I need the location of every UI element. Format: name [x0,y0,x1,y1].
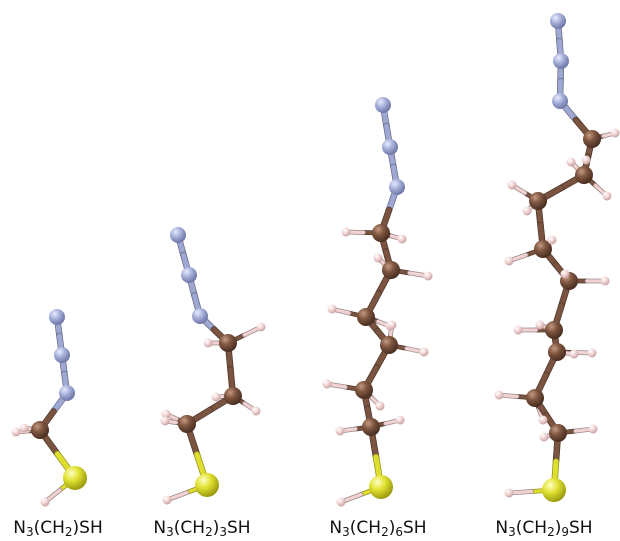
carbon-atom [380,336,398,354]
hydrogen-atom [375,401,385,411]
nitrogen-atom [550,13,566,29]
molecule-label-4: N3(CH2)9SH [495,518,593,539]
nitrogen-atom [553,53,569,69]
hydrogen-atom [538,415,548,425]
hydrogen-atom [587,348,597,358]
hydrogen-atom [522,206,532,216]
molecule-label-2: N3(CH2)3SH [153,518,251,539]
hydrogen-atom [256,322,266,332]
hydrogen-atom [203,338,213,348]
sulfur-atom [195,473,219,497]
molecule-2 [162,231,264,503]
hydrogen-atom [602,191,612,201]
hydrogen-atom [600,276,610,286]
hydrogen-atom [504,488,514,498]
hydrogen-atom [395,415,405,425]
molecule-label-3: N3(CH2)6SH [329,518,427,539]
hydrogen-atom [211,392,221,402]
hydrogen-atom [322,379,332,389]
nitrogen-atom [375,97,391,113]
hydrogen-atom [569,349,579,359]
hydrogen-atom [161,409,171,419]
carbon-atom [178,415,196,433]
nitrogen-atom [59,385,75,401]
hydrogen-atom [387,320,397,330]
hydrogen-atom [547,235,557,245]
carbon-atom [219,334,237,352]
hydrogen-atom [397,234,407,244]
molecule-4-atoms [494,13,620,502]
hydrogen-atom [335,426,345,436]
hydrogen-atom [504,256,514,266]
carbon-atom [357,308,375,326]
molecule-label-1: N3(CH2)SH [13,518,103,539]
hydrogen-atom [162,495,172,505]
carbon-atom [382,261,400,279]
sulfur-atom [63,466,87,490]
atoms-layer [11,13,620,507]
hydrogen-atom [40,497,50,507]
molecule-3 [324,101,431,505]
hydrogen-atom [11,427,21,437]
nitrogen-atom [382,139,398,155]
hydrogen-atom [341,227,351,237]
nitrogen-atom [170,227,186,243]
carbon-atom [31,421,49,439]
hydrogen-atom [581,155,591,165]
carbon-atom [545,321,563,339]
molecule-4 [496,17,618,496]
hydrogen-atom [373,253,383,263]
hydrogen-atom [539,432,549,442]
nitrogen-atom [192,308,208,324]
bonds-layer [13,17,618,505]
nitrogen-atom [389,179,405,195]
hydrogen-atom [513,325,523,335]
nitrogen-atom [54,347,70,363]
hydrogen-atom [507,180,517,190]
carbon-atom [526,389,544,407]
nitrogen-atom [181,267,197,283]
carbon-atom [534,240,552,258]
sulfur-atom [542,478,566,502]
hydrogen-atom [419,347,429,357]
hydrogen-atom [566,157,576,167]
hydrogen-atom [336,497,346,507]
carbon-atom [548,343,566,361]
hydrogen-atom [160,416,170,426]
molecule-2-atoms [160,227,266,505]
hydrogen-atom [327,304,337,314]
carbon-atom [355,381,373,399]
carbon-atom [529,192,547,210]
carbon-atom [372,224,390,242]
carbon-atom [575,166,593,184]
hydrogen-atom [560,269,570,279]
hydrogen-atom [19,423,29,433]
carbon-atom [583,130,601,148]
hydrogen-atom [423,271,433,281]
hydrogen-atom [535,320,545,330]
hydrogen-atom [251,406,261,416]
carbon-atom [549,424,567,442]
nitrogen-atom [552,93,568,109]
molecule-1-atoms [11,309,87,507]
hydrogen-atom [494,390,504,400]
molecule-3-atoms [322,97,433,507]
carbon-atom [362,418,380,436]
sulfur-atom [369,475,393,499]
nitrogen-atom [49,309,65,325]
hydrogen-atom [610,128,620,138]
carbon-atom [224,387,242,405]
hydrogen-atom [588,424,598,434]
